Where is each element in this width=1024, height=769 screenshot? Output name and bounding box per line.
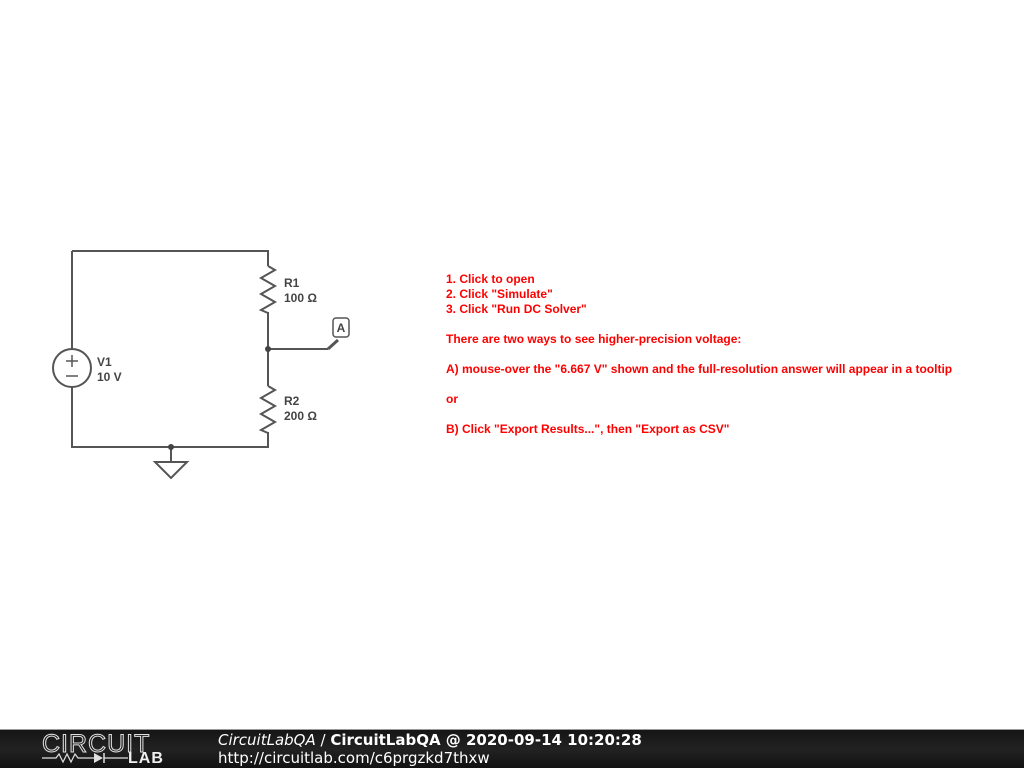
junction-dot: [265, 346, 271, 352]
footer-bar: CIRCUIT LAB CircuitLabQA / CircuitLabQA …: [0, 729, 1024, 768]
resistor-r1-icon[interactable]: [258, 265, 278, 314]
footer-url[interactable]: http://circuitlab.com/c6prgzkd7thxw: [218, 749, 490, 767]
r2-name: R2: [284, 394, 300, 408]
circuitlab-logo[interactable]: CIRCUIT LAB: [41, 730, 177, 769]
wire-left-lower: [71, 387, 269, 448]
option-or: or: [446, 392, 458, 406]
r1-name: R1: [284, 276, 300, 290]
ground-icon[interactable]: [152, 461, 190, 480]
voltage-source-v1-icon[interactable]: [52, 348, 92, 388]
instructions-text: 1. Click to open 2. Click "Simulate" 3. …: [446, 272, 952, 437]
logo-resistor-diode-icon: [42, 752, 128, 764]
step-2: 2. Click "Simulate": [446, 287, 553, 301]
footer-circuit-title[interactable]: CircuitLabQA @ 2020-09-14 10:20:28: [330, 731, 642, 749]
junction-dot: [168, 444, 174, 450]
logo-circuit-text: CIRCUIT: [41, 730, 151, 759]
footer-user-link[interactable]: CircuitLabQA: [218, 731, 316, 749]
step-1: 1. Click to open: [446, 272, 535, 286]
node-label-a-text: A: [337, 321, 346, 335]
r2-value: 200 Ω: [284, 409, 317, 423]
resistor-r2-icon[interactable]: [258, 385, 278, 434]
v1-name: V1: [97, 355, 112, 369]
footer-separator: /: [315, 731, 331, 749]
r1-value: 100 Ω: [284, 291, 317, 305]
precision-intro: There are two ways to see higher-precisi…: [446, 332, 742, 346]
v1-value: 10 V: [97, 370, 122, 384]
logo-lab-text: LAB: [128, 750, 164, 767]
wire-top: [72, 250, 269, 266]
option-b: B) Click "Export Results...", then "Expo…: [446, 422, 730, 436]
node-label-a[interactable]: A: [326, 317, 350, 351]
option-a: A) mouse-over the "6.667 V" shown and th…: [446, 362, 953, 376]
circuit-schematic[interactable]: A R1 100 Ω R2 200 Ω V1 10 V: [0, 0, 1024, 729]
step-3: 3. Click "Run DC Solver": [446, 302, 587, 316]
footer-title-line: CircuitLabQA / CircuitLabQA @ 2020-09-14…: [218, 731, 642, 749]
